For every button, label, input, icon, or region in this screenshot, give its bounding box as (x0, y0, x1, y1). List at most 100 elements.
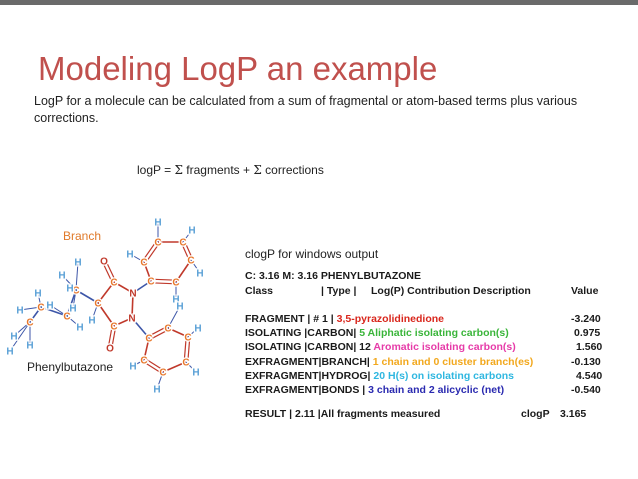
carbon-atom: C (94, 299, 101, 310)
result-value: 3.165 (560, 408, 587, 420)
row-value: -0.130 (571, 356, 601, 368)
bond-line (61, 274, 77, 291)
hydrogen-atom: H (194, 324, 201, 335)
carbon-atom: C (179, 238, 186, 249)
nitrogen-atom: N (129, 289, 136, 300)
bond-line (151, 278, 177, 281)
oxygen-atom: O (106, 344, 114, 355)
hydrogen-atom: H (129, 362, 136, 373)
result-label: clogP (521, 408, 550, 420)
column-type: | Type | (321, 285, 357, 297)
hydrogen-atom: H (153, 385, 160, 396)
bond-line (143, 337, 150, 361)
row-description: 1 chain and 0 cluster branch(es) (372, 356, 534, 368)
carbon-atom: C (182, 358, 189, 369)
bond-line (91, 302, 99, 321)
bond-line (185, 361, 197, 373)
intro-text: LogP for a molecule can be calculated fr… (34, 94, 578, 125)
contribution-row: EXFRAGMENT|BRANCH| 1 chain and 0 cluster… (245, 356, 615, 370)
bond-line (156, 371, 164, 390)
contribution-row: EXFRAGMENT|BONDS | 3 chain and 2 alicycl… (245, 384, 615, 398)
column-value: Value (571, 285, 599, 297)
hydrogen-atom: H (192, 368, 199, 379)
bond-line (97, 302, 115, 327)
hydrogen-atom: H (69, 304, 76, 315)
bond-line (75, 261, 79, 291)
hydrogen-atom: H (196, 269, 203, 280)
hydrogen-atom: H (154, 218, 161, 229)
bond-line (182, 229, 193, 243)
hydrogen-atom: H (26, 341, 33, 352)
column-description: Log(P) Contribution Description (371, 285, 531, 297)
hydrogen-atom: H (10, 332, 17, 343)
molecule-bonds (9, 222, 201, 390)
carbon-atom: C (140, 258, 147, 269)
carbon-atom: C (184, 333, 191, 344)
carbon-atom: C (159, 368, 166, 379)
hydrogen-atom: H (46, 301, 53, 312)
carbon-atom: C (164, 324, 171, 335)
bond-line (111, 326, 117, 349)
carbon-atom: C (110, 322, 117, 333)
carbon-atom: C (72, 286, 79, 297)
row-prefix: EXFRAGMENT|BRANCH| (245, 356, 373, 368)
nitrogen-atom: N (128, 314, 135, 325)
carbon-atom: C (140, 356, 147, 367)
bond-line (72, 289, 77, 309)
bond-line (66, 289, 77, 317)
row-description: 3,5-pyrazolidinedione (336, 313, 444, 325)
row-value: 0.975 (574, 327, 601, 339)
carbon-atom: C (26, 318, 33, 329)
contribution-row: FRAGMENT | # 1 | 3,5-pyrazolidinedione-3… (245, 313, 615, 327)
row-prefix: EXFRAGMENT|HYDROG| (245, 370, 374, 382)
hydrogen-atom: H (176, 302, 183, 313)
result-text: RESULT | 2.11 |All fragments measured (245, 408, 441, 420)
hydrogen-atom: H (188, 226, 195, 237)
contribution-row: ISOLATING |CARBON| 5 Aliphatic isolating… (245, 327, 615, 341)
bond-line (49, 304, 68, 317)
bond-line (184, 241, 194, 260)
branch-label: Branch (63, 229, 102, 243)
bond-line (132, 359, 145, 367)
hydrogen-atom: H (58, 271, 65, 282)
bond-line (69, 287, 77, 291)
bond-line (147, 325, 168, 337)
formula-fragments: fragments + (182, 163, 254, 177)
bond-line (183, 336, 187, 362)
bond-line (129, 253, 145, 263)
bond-line (162, 361, 187, 373)
output-header-line: C: 3.16 M: 3.16 PHENYLBUTAZONE (245, 270, 422, 282)
bond-line (113, 281, 134, 294)
carbon-atom: C (187, 256, 194, 267)
bond-line (175, 259, 192, 283)
hydrogen-atom: H (88, 316, 95, 327)
row-value: 4.540 (576, 370, 603, 382)
bond-line (144, 357, 165, 371)
carbon-atom: C (147, 277, 154, 288)
bond-line (190, 259, 201, 274)
bond-line (97, 281, 115, 304)
carbon-atom: C (145, 334, 152, 345)
row-description: Aromatic isolating carbon(s) (373, 341, 516, 353)
row-description: 3 chain and 2 alicyclic (net) (368, 384, 505, 396)
bond-line (29, 306, 42, 323)
bond-line (167, 327, 189, 338)
row-prefix: ISOLATING |CARBON| 12 (245, 341, 374, 353)
bond-line (131, 292, 134, 319)
sigma-symbol: Σ (253, 163, 262, 177)
row-description: 5 Aliphatic isolating carbon(s) (359, 327, 509, 339)
formula-lhs: logP = (137, 163, 175, 177)
carbon-atom: C (63, 312, 70, 323)
molecule-name: Phenylbutazone (26, 360, 115, 374)
bond-line (105, 259, 117, 282)
row-value: 1.560 (576, 341, 603, 353)
hydrogen-atom: H (6, 347, 13, 358)
row-value: -0.540 (571, 384, 601, 396)
bond-line (13, 321, 31, 337)
hydrogen-atom: H (126, 250, 133, 261)
slide-title: Modeling LogP an example (38, 50, 438, 87)
bond-line (40, 306, 68, 317)
bond-line (37, 292, 42, 308)
bond-line (144, 242, 160, 264)
carbon-atom: C (154, 238, 161, 249)
